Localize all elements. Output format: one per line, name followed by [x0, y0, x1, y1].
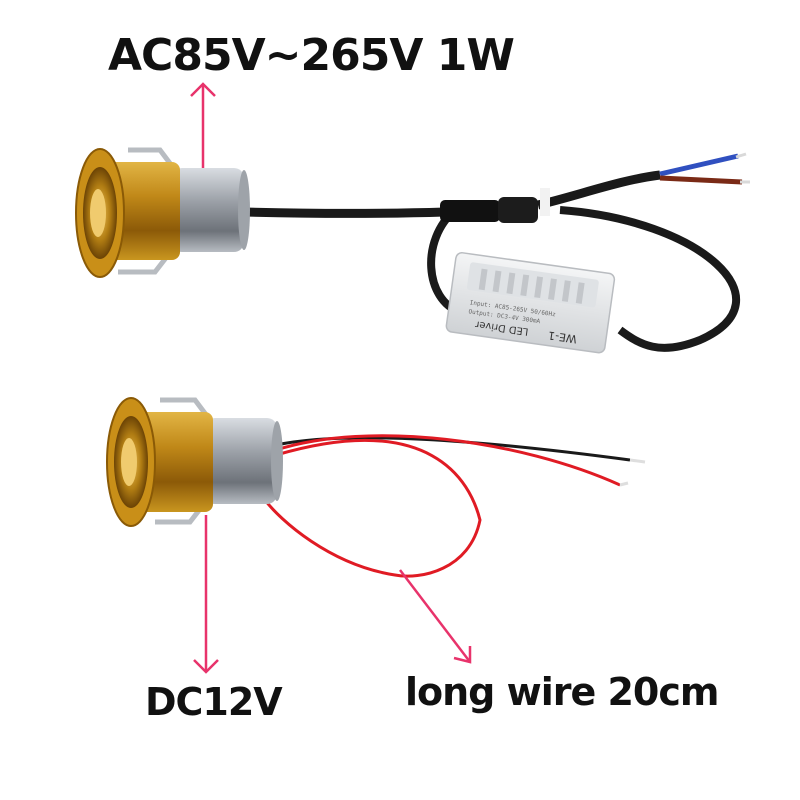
blue-lead-wire — [659, 153, 739, 177]
wire-arrow — [399, 569, 471, 663]
led-driver: Input: AC85-265V 50/60Hz Output: DC3-4V … — [445, 252, 616, 354]
driver-model: WE-1 — [547, 329, 577, 346]
cable-connector — [440, 200, 500, 222]
ac-steel-housing — [172, 168, 244, 252]
ac-light-assembly: Input: AC85-265V 50/60Hz Output: DC3-4V … — [75, 147, 750, 354]
wire-length-label: long wire 20cm — [405, 670, 719, 714]
dc-light-assembly — [106, 397, 646, 578]
dc-red-wire — [263, 434, 621, 578]
ac-spec-label: AC85V~265V 1W — [108, 30, 515, 81]
ac-power-cable — [240, 207, 450, 218]
brown-lead-wire — [659, 175, 743, 185]
dc-spec-label: DC12V — [145, 680, 283, 724]
dc-steel-housing — [205, 418, 277, 504]
annotation-arrows — [190, 82, 472, 674]
